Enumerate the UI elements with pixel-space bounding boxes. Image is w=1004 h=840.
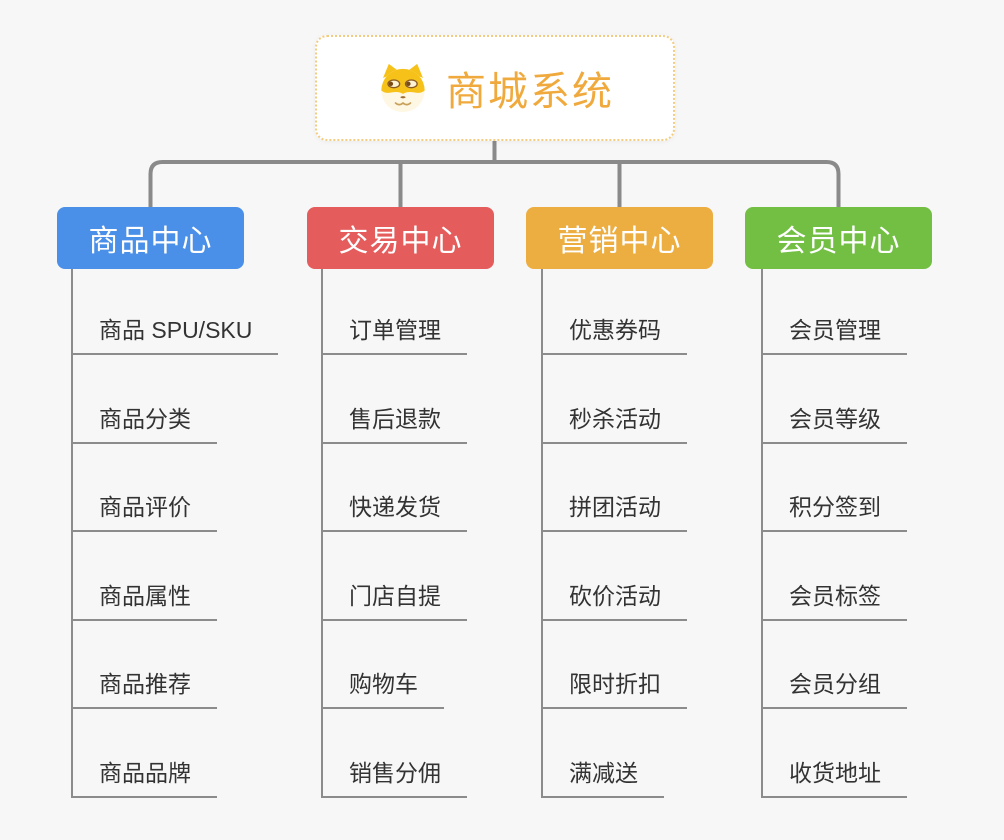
leaf-node[interactable]: 售后退款	[321, 404, 467, 444]
leaf-node[interactable]: 商品推荐	[71, 669, 217, 709]
column-connector-line	[761, 269, 763, 798]
column-connector-line	[321, 269, 323, 798]
leaf-node[interactable]: 收货地址	[761, 758, 907, 798]
branch-node-product-center[interactable]: 商品中心	[57, 207, 244, 269]
leaf-node[interactable]: 销售分佣	[321, 758, 467, 798]
leaf-node[interactable]: 满减送	[541, 758, 664, 798]
branch-node-member-center[interactable]: 会员中心	[745, 207, 932, 269]
leaf-node[interactable]: 会员管理	[761, 315, 907, 355]
leaf-node[interactable]: 商品评价	[71, 492, 217, 532]
leaf-node[interactable]: 限时折扣	[541, 669, 687, 709]
leaf-node[interactable]: 会员等级	[761, 404, 907, 444]
leaf-node[interactable]: 购物车	[321, 669, 444, 709]
leaf-node[interactable]: 优惠券码	[541, 315, 687, 355]
root-title: 商城系统	[446, 70, 614, 114]
leaf-node[interactable]: 会员标签	[761, 581, 907, 621]
column-connector-line	[541, 269, 543, 798]
leaf-node[interactable]: 商品属性	[71, 581, 217, 621]
column-connector-line	[71, 269, 73, 798]
leaf-node[interactable]: 商品分类	[71, 404, 217, 444]
dog-face-icon	[376, 63, 430, 113]
leaf-node[interactable]: 门店自提	[321, 581, 467, 621]
leaf-node[interactable]: 会员分组	[761, 669, 907, 709]
leaf-node[interactable]: 拼团活动	[541, 492, 687, 532]
leaf-node[interactable]: 砍价活动	[541, 581, 687, 621]
branch-node-marketing-center[interactable]: 营销中心	[526, 207, 713, 269]
leaf-node[interactable]: 商品 SPU/SKU	[71, 315, 279, 355]
root-node[interactable]: 商城系统	[315, 35, 675, 141]
leaf-node[interactable]: 商品品牌	[71, 758, 217, 798]
leaf-node[interactable]: 快递发货	[321, 492, 467, 532]
leaf-node[interactable]: 积分签到	[761, 492, 907, 532]
leaf-node[interactable]: 秒杀活动	[541, 404, 687, 444]
leaf-node[interactable]: 订单管理	[321, 315, 467, 355]
branch-node-trade-center[interactable]: 交易中心	[307, 207, 494, 269]
